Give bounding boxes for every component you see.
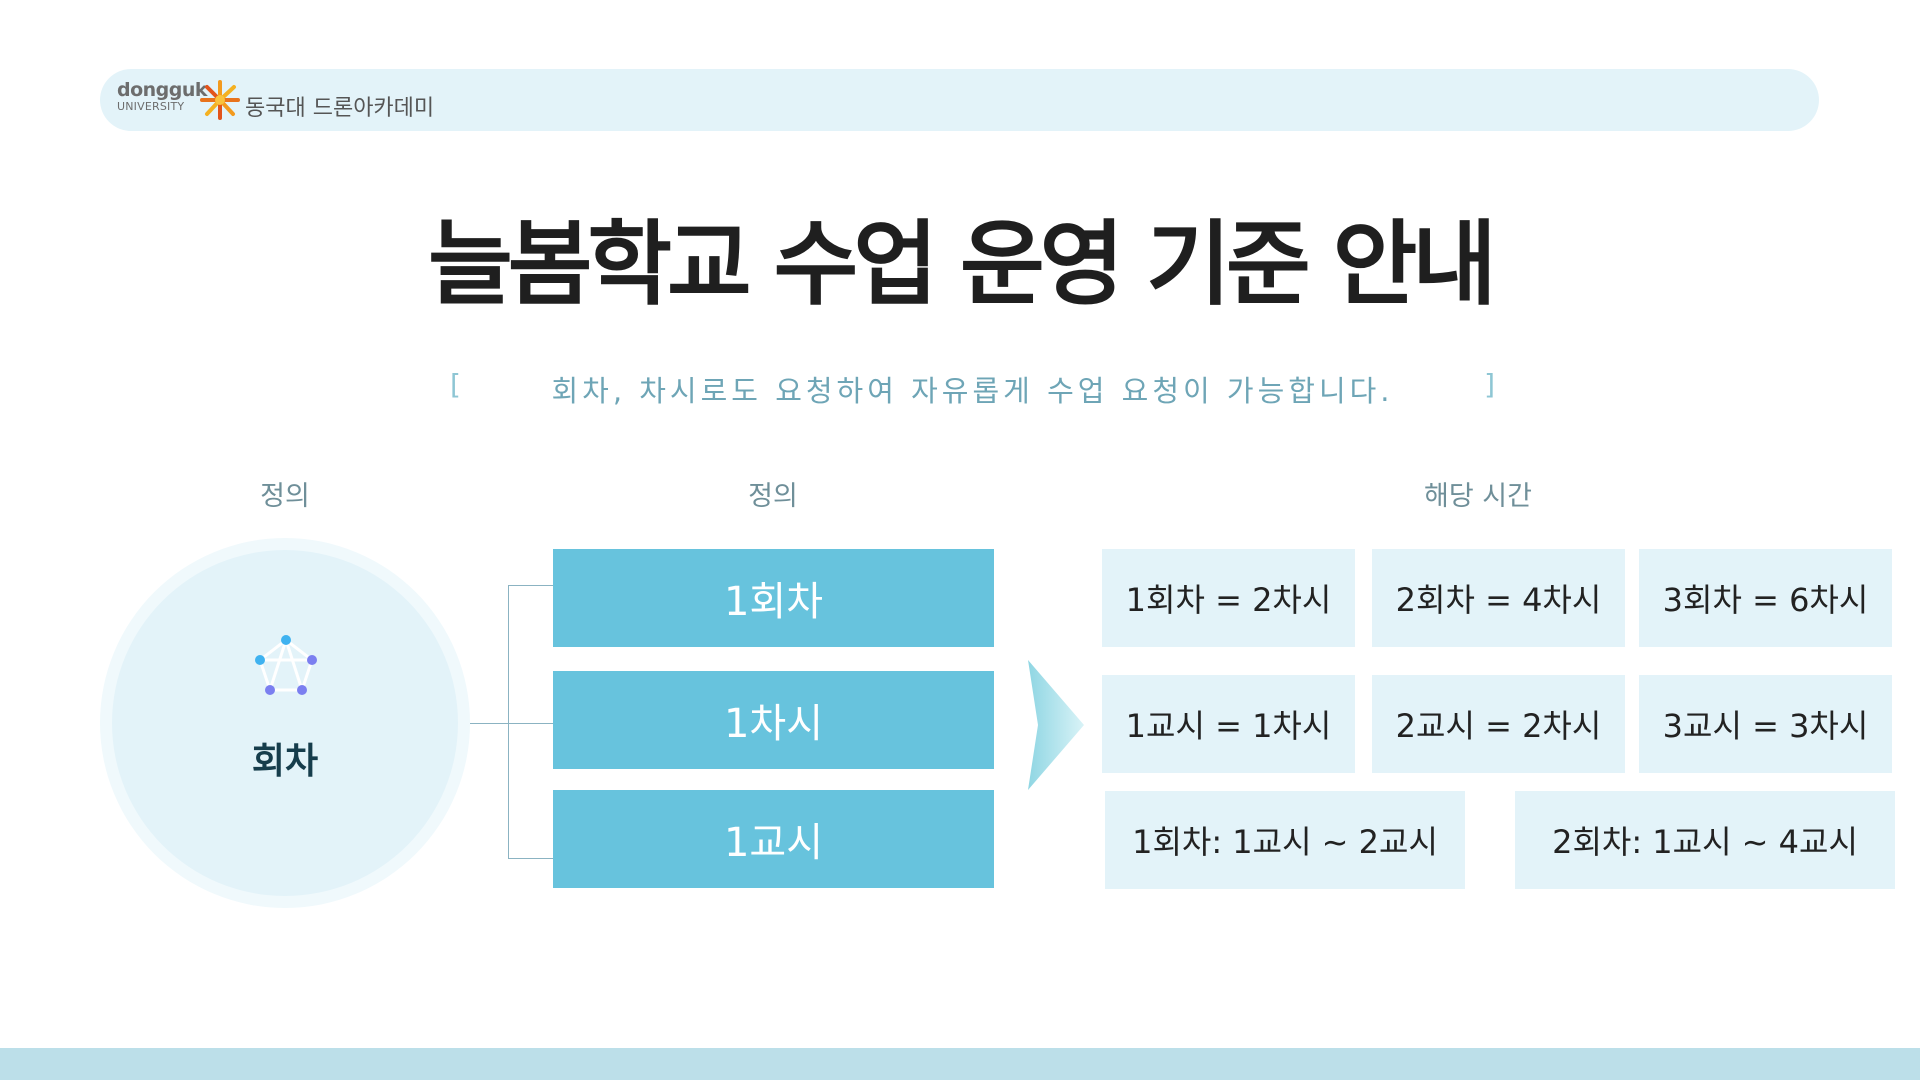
logo-korean: 동국대 드론아카데미 xyxy=(245,96,435,121)
time-box-row1-2: 2회차 = 4차시 xyxy=(1372,549,1625,647)
logo-en-line2: UNIVERSITY xyxy=(117,100,185,113)
arrow-right-icon xyxy=(1028,660,1084,790)
column-label-left: 정의 xyxy=(260,481,310,512)
subtitle-close-bracket: ] xyxy=(1484,368,1495,401)
header-bar: dongguk UNIVERSITY 동국대 드론아카데미 xyxy=(100,69,1819,131)
subtitle-open-bracket: [ xyxy=(450,368,461,401)
logo-en-line1: dongguk xyxy=(117,79,208,101)
time-box-row2-1: 1교시 = 1차시 xyxy=(1102,675,1355,773)
footer-bar xyxy=(0,1048,1920,1080)
connector-top xyxy=(508,585,553,586)
time-box-row2-2: 2교시 = 2차시 xyxy=(1372,675,1625,773)
column-label-right: 해당 시간 xyxy=(1424,481,1532,512)
connector-vertical xyxy=(508,585,509,858)
definition-box-gyosi: 1교시 xyxy=(553,790,994,888)
concept-label: 회차 xyxy=(251,741,319,782)
time-box-row3-2: 2회차: 1교시 ~ 4교시 xyxy=(1515,791,1895,889)
subtitle-row: [ 회차, 차시로도 요청하여 자유롭게 수업 요청이 가능합니다. ] xyxy=(450,368,1495,408)
time-box-row3-1: 1회차: 1교시 ~ 2교시 xyxy=(1105,791,1465,889)
network-pentagon-icon xyxy=(255,635,317,695)
connector-horizontal xyxy=(470,723,553,724)
connector-bottom xyxy=(508,858,553,859)
definition-box-chasi: 1차시 xyxy=(553,671,994,769)
concept-circle: 회차 xyxy=(100,538,470,908)
subtitle: 회차, 차시로도 요청하여 자유롭게 수업 요청이 가능합니다. xyxy=(551,374,1394,408)
concept-circle-inner: 회차 xyxy=(112,550,458,896)
logo-english: dongguk UNIVERSITY xyxy=(117,79,208,113)
time-box-row2-3: 3교시 = 3차시 xyxy=(1639,675,1892,773)
time-box-row1-1: 1회차 = 2차시 xyxy=(1102,549,1355,647)
page-title: 늘봄학교 수업 운영 기준 안내 xyxy=(428,211,1497,318)
time-box-row1-3: 3회차 = 6차시 xyxy=(1639,549,1892,647)
definition-box-hoecha: 1회차 xyxy=(553,549,994,647)
column-label-middle: 정의 xyxy=(748,481,798,512)
dongguk-emblem-icon xyxy=(200,80,240,120)
